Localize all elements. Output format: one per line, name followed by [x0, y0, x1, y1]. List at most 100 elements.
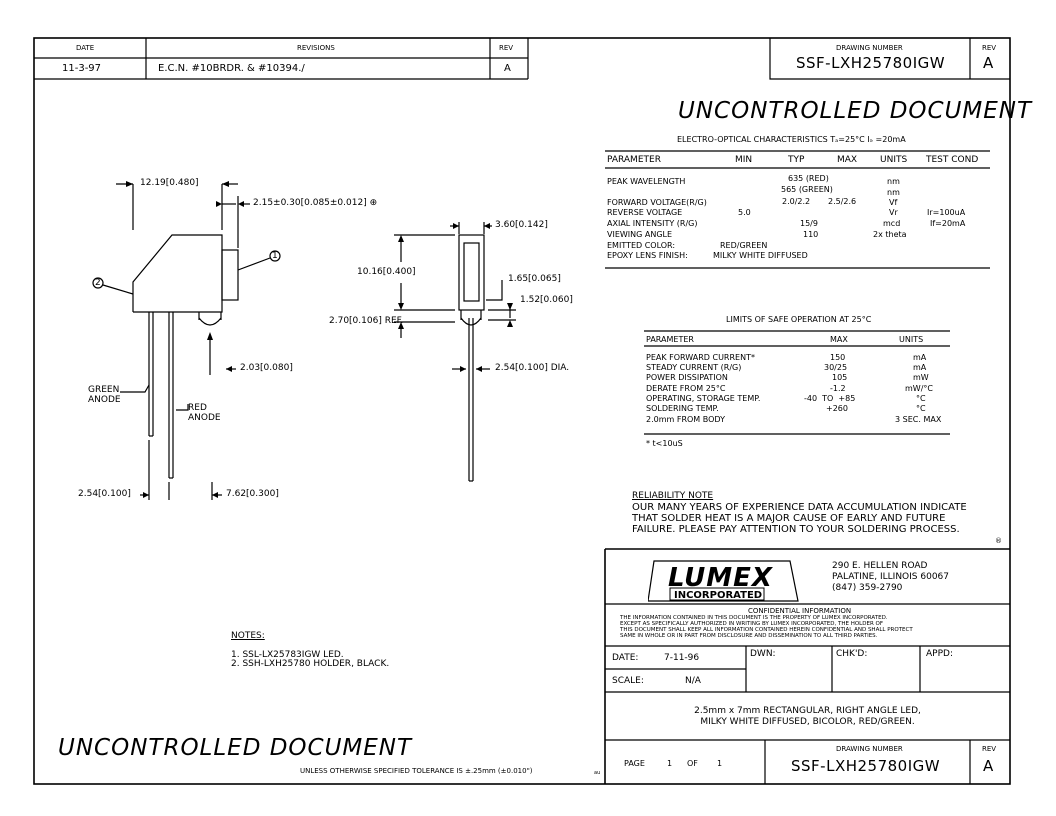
limits-max: +260 [826, 404, 848, 413]
dim-width: 12.19[0.480] [140, 178, 199, 188]
limits-max: -1.2 [830, 384, 846, 393]
date-value: 7-11-96 [664, 653, 700, 663]
limits-units: mW [913, 373, 929, 382]
dim-lens: 2.15±0.30[0.085±0.012] ⊕ [253, 199, 377, 208]
bottom-drawing-number-label: DRAWING NUMBER [836, 745, 903, 753]
limits-units: 3 SEC. MAX [895, 415, 942, 424]
electro-header-parameter: PARAMETER [607, 155, 661, 165]
limits-max: -40 TO +85 [804, 394, 856, 403]
dwn-label: DWN: [750, 649, 776, 659]
rev-row-text: E.C.N. #10BRDR. & #10394./ [158, 63, 305, 74]
callout-2-label: 2 [95, 278, 101, 288]
limits-units: mA [913, 353, 927, 362]
electro-param: REVERSE VOLTAGE [607, 208, 683, 217]
limits-max: 105 [832, 373, 848, 382]
dim-ref: 2.70[0.106] REF. [329, 316, 404, 326]
dim-1-65: 1.65[0.065] [508, 274, 561, 284]
reliability-line: OUR MANY YEARS OF EXPERIENCE DATA ACCUMU… [632, 502, 967, 513]
address-line: PALATINE, ILLINOIS 60067 [832, 572, 949, 582]
rev-row-rev: A [504, 63, 511, 74]
limits-header-max: MAX [830, 335, 848, 344]
callout-1-label: 1 [272, 251, 278, 261]
electro-cond: If=20mA [930, 219, 966, 228]
limits-title: LIMITS OF SAFE OPERATION AT 25°C [726, 315, 872, 324]
dim-1-52: 1.52[0.060] [520, 295, 573, 305]
limits-param: 2.0mm FROM BODY [646, 415, 726, 424]
limits-units: °C [916, 404, 926, 413]
electro-units: nm [887, 177, 900, 186]
limits-footnote: * t<10uS [646, 439, 683, 448]
electro-header-min: MIN [735, 155, 753, 165]
electro-param: EPOXY LENS FINISH: [607, 251, 688, 260]
logo-subtext: INCORPORATED [674, 590, 762, 601]
dim-pitch: 2.54[0.100] [78, 489, 131, 499]
limits-max: 150 [830, 353, 846, 362]
electro-units: nm [887, 188, 900, 197]
electro-units: Vf [889, 198, 898, 207]
scale-label: SCALE: [612, 676, 644, 686]
rev-header-rev: REV [499, 44, 514, 52]
address-line: (847) 359-2790 [832, 583, 903, 593]
lumex-logo: LUMEX INCORPORATED [647, 557, 804, 603]
page-number: 1 [667, 759, 673, 768]
electro-param: FORWARD VOLTAGE(R/G) [607, 198, 707, 207]
electro-param: AXIAL INTENSITY (R/G) [607, 219, 698, 228]
rev-header-revisions: REVISIONS [297, 44, 335, 52]
note-item: 1. SSL-LX25783IGW LED. [231, 650, 344, 660]
confidential-line: EXCEPT AS SPECIFICALLY AUTHORIZED IN WRI… [620, 621, 884, 627]
confidential-line: THIS DOCUMENT SHALL KEEP ALL INFORMATION… [620, 627, 913, 633]
electro-title-prefix: ELECTRO-OPTICAL CHARACTERISTICS [677, 135, 828, 144]
registered-mark: ® [995, 537, 1002, 545]
electro-header-max: MAX [837, 155, 858, 165]
electro-min: RED/GREEN [720, 241, 768, 250]
chkd-label: CHK'D: [836, 649, 868, 659]
electro-typ: 635 (RED) [788, 174, 829, 183]
notes-title: NOTES: [231, 631, 265, 641]
limits-param: DERATE FROM 25°C [646, 384, 726, 393]
electro-title: ELECTRO-OPTICAL CHARACTERISTICS Tₐ=25°C … [677, 136, 906, 144]
page-label: PAGE [624, 759, 645, 768]
dim-length: 7.62[0.300] [226, 489, 279, 499]
electro-max: 2.5/2.6 [828, 197, 857, 206]
limits-units: mA [913, 363, 927, 372]
description-line: MILKY WHITE DIFFUSED, BICOLOR, RED/GREEN… [700, 717, 915, 727]
electro-param: PEAK WAVELENGTH [607, 177, 686, 186]
bottom-code: au [594, 770, 601, 776]
green-anode-label-1: GREEN [88, 385, 120, 395]
limits-header-parameter: PARAMETER [646, 335, 694, 344]
electro-cond: Ir=100uA [927, 208, 966, 217]
date-label: DATE: [612, 653, 639, 663]
red-anode-label-1: RED [188, 403, 207, 413]
electro-header-typ: TYP [788, 155, 805, 165]
confidential-line: THE INFORMATION CONTAINED IN THIS DOCUME… [620, 615, 888, 621]
electro-min: 5.0 [738, 208, 751, 217]
rev-row-date: 11-3-97 [62, 63, 102, 74]
top-drawing-number: SSF-LXH25780IGW [796, 54, 946, 72]
bottom-rev: A [983, 757, 994, 775]
electro-typ: 15/9 [800, 219, 818, 228]
electro-param: VIEWING ANGLE [607, 230, 673, 239]
limits-param: SOLDERING TEMP. [646, 404, 719, 413]
electro-title-suffix: Tₐ=25°C Iₔ =20mA [830, 135, 906, 144]
rev-header-date: DATE [76, 44, 95, 52]
dim-lead-spacing: 2.03[0.080] [240, 363, 293, 373]
limits-param: PEAK FORWARD CURRENT* [646, 353, 755, 362]
electro-units: mcd [883, 219, 901, 228]
confidential-line: SAME IN WHOLE OR IN PART FROM DISCLOSURE… [620, 633, 878, 639]
dim-height: 10.16[0.400] [357, 267, 416, 277]
limits-units: mW/°C [905, 384, 933, 393]
appd-label: APPD: [926, 649, 953, 659]
electro-header-test-cond: TEST COND [926, 155, 979, 165]
bottom-drawing-number: SSF-LXH25780IGW [791, 757, 941, 775]
electro-header-units: UNITS [880, 155, 908, 165]
electro-typ: 110 [803, 230, 819, 239]
dim-lead-dia: 2.54[0.100] DIA. [495, 363, 570, 373]
red-anode-label-2: ANODE [188, 413, 221, 423]
dim-thickness: 3.60[0.142] [495, 220, 548, 230]
watermark-bottom: UNCONTROLLED DOCUMENT [58, 735, 413, 761]
scale-value: N/A [685, 676, 701, 686]
limits-param: POWER DISSIPATION [646, 373, 728, 382]
lens-symbol-icon: ⊕ [369, 198, 378, 208]
green-anode-label-2: ANODE [88, 395, 121, 405]
